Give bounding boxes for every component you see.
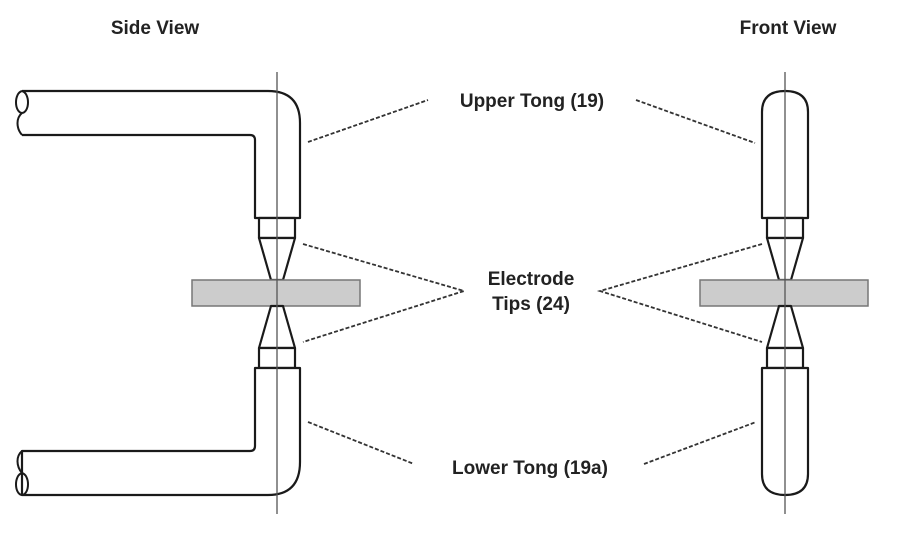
upper-tong-label: Upper Tong (19) xyxy=(460,91,604,112)
electrode-tips-label-line2: Tips (24) xyxy=(492,294,570,315)
front-view xyxy=(699,72,869,514)
side-view-title: Side View xyxy=(111,18,200,39)
front-view-title: Front View xyxy=(740,18,837,39)
front-workpiece xyxy=(699,279,869,307)
side-lower-tong xyxy=(20,366,302,497)
side-view xyxy=(15,72,361,514)
upper-tong-leader-front xyxy=(635,99,756,144)
lower-tong-leader-front xyxy=(643,421,757,465)
lower-tong-label: Lower Tong (19a) xyxy=(452,458,608,479)
side-lower-tong-break xyxy=(15,450,29,497)
electrode-tips-leader-side xyxy=(302,243,468,343)
electrode-tips-label-line1: Electrode xyxy=(488,269,575,290)
electrode-tips-leader-front xyxy=(596,243,763,343)
side-upper-tong-break xyxy=(15,90,29,136)
side-workpiece xyxy=(191,279,361,307)
side-upper-tong xyxy=(22,89,302,220)
lower-tong-leader-side xyxy=(307,421,415,465)
upper-tong-leader-side xyxy=(307,99,429,143)
